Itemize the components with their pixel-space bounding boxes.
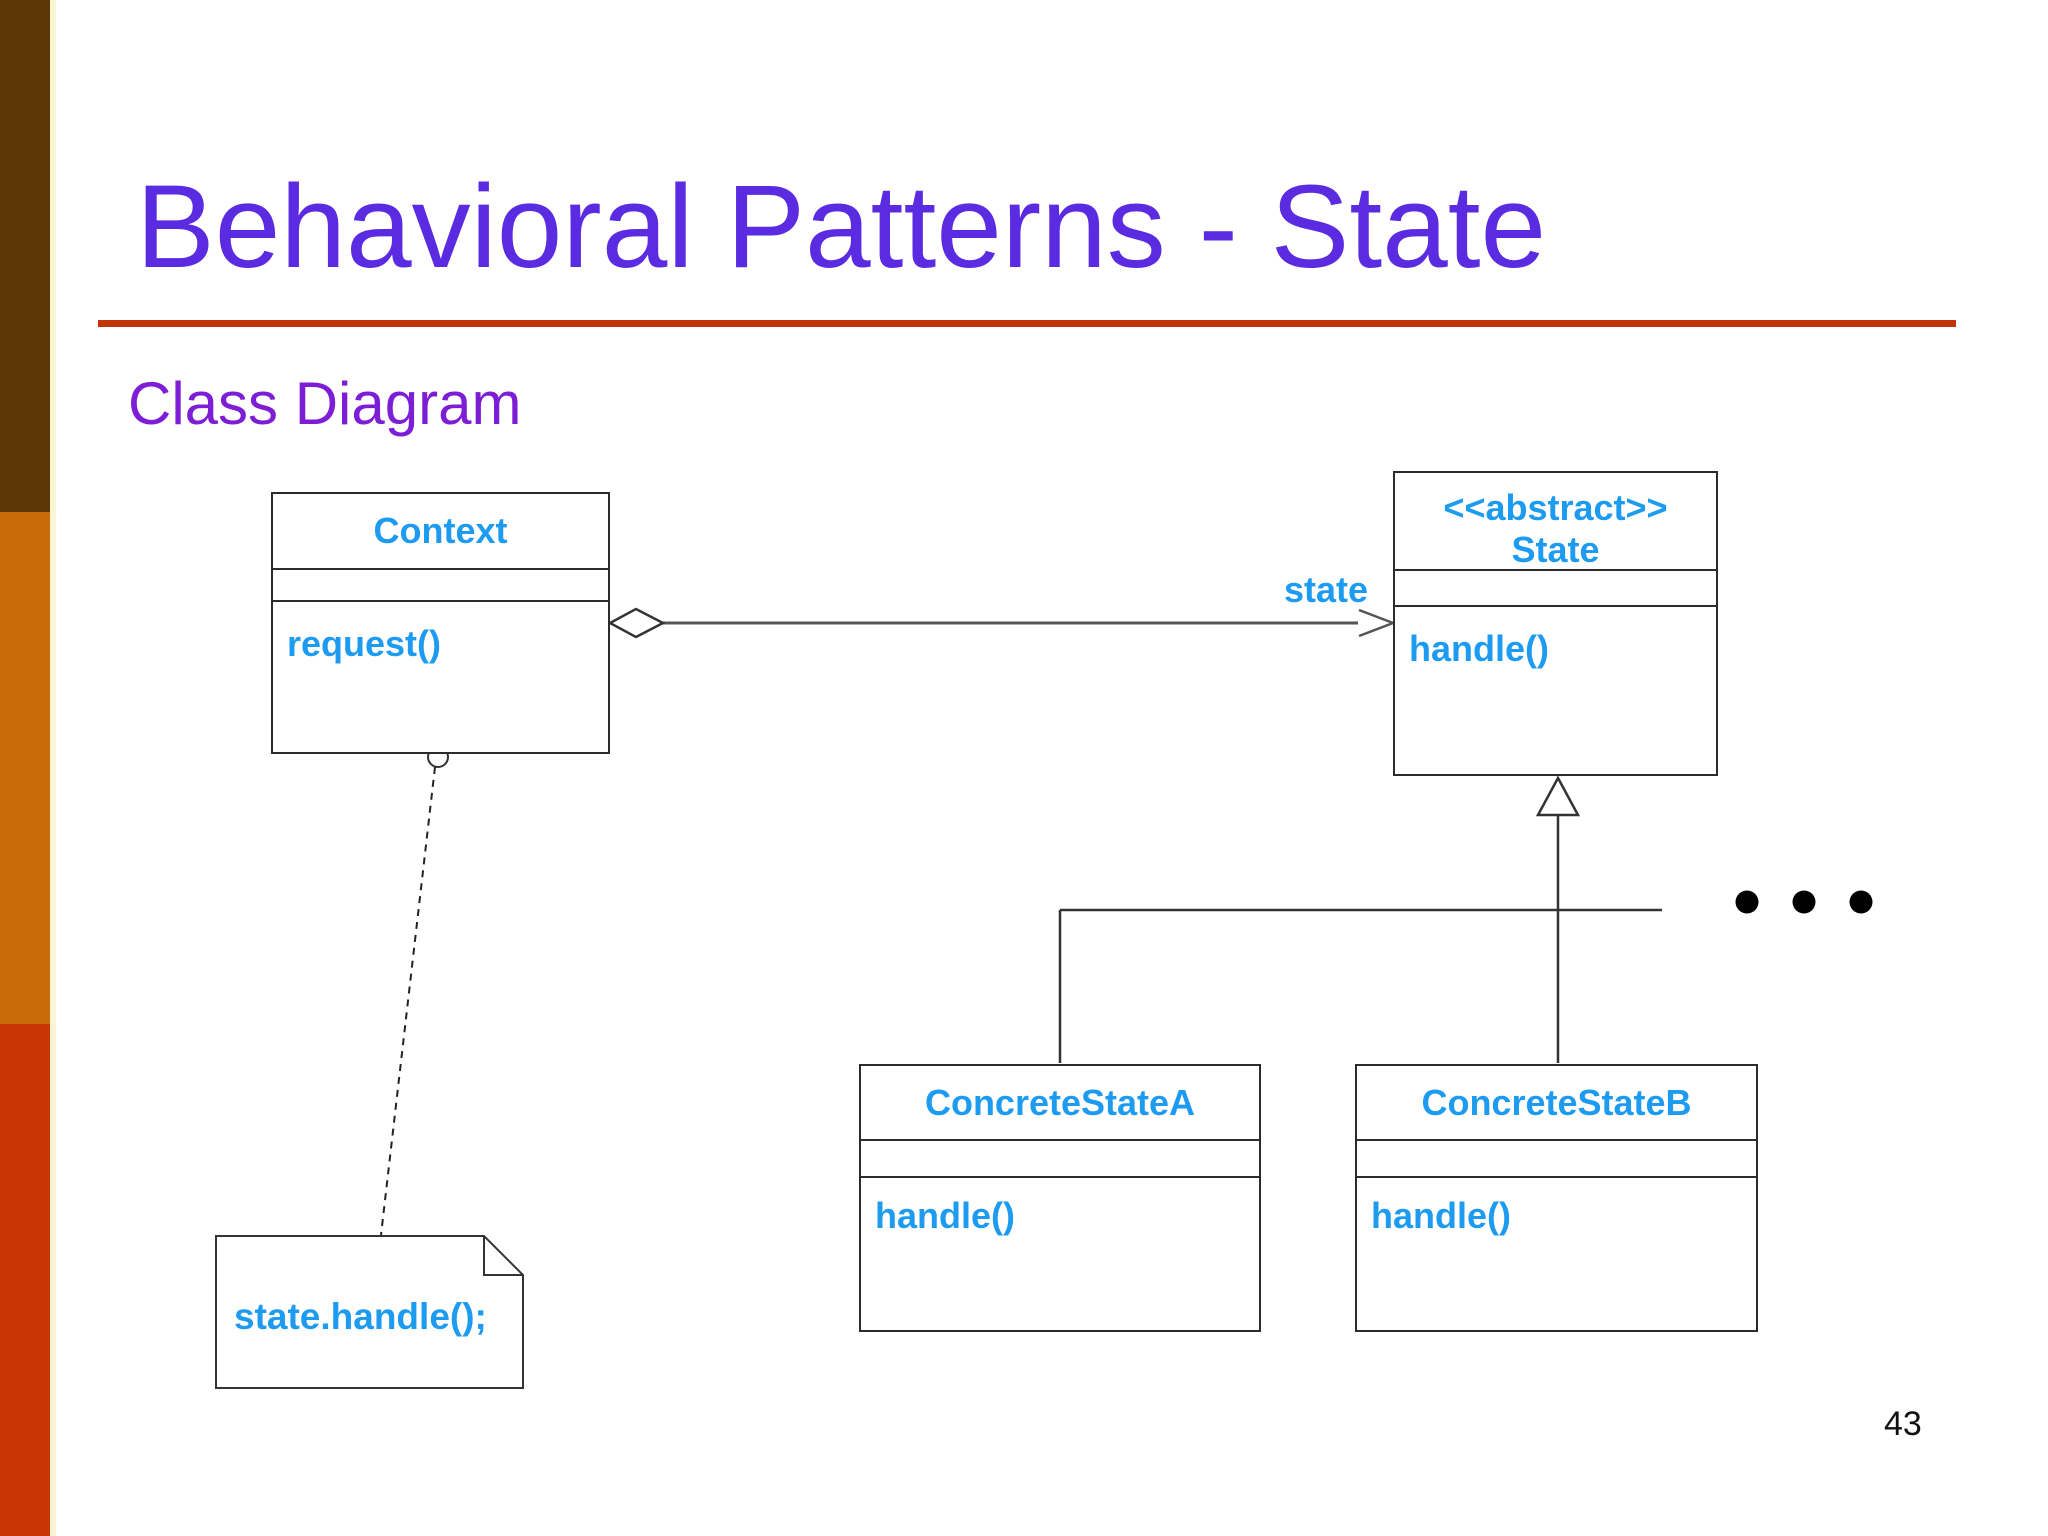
method-handle: handle() (1371, 1195, 1511, 1236)
sidebar-segment-orange (0, 512, 50, 1024)
class-name-state: State (1511, 529, 1600, 570)
slide-subtitle: Class Diagram (128, 370, 522, 437)
open-arrowhead-icon (1358, 608, 1397, 638)
class-name-context: Context (373, 510, 508, 551)
method-handle: handle() (875, 1195, 1015, 1236)
attributes-compartment (1357, 1139, 1756, 1178)
note-dashed-line (380, 766, 436, 1236)
note-shape (215, 1235, 524, 1389)
class-box-state: <<abstract>> State handle() (1393, 471, 1718, 776)
attributes-compartment (273, 568, 608, 602)
sidebar-segment-red (0, 1024, 50, 1536)
sidebar-divider-line (50, 0, 56, 1536)
attributes-compartment (1395, 569, 1716, 607)
methods-compartment: handle() (861, 1178, 1259, 1330)
note-fold-icon (483, 1236, 523, 1276)
methods-compartment: handle() (1357, 1178, 1756, 1330)
slide-title: Behavioral Patterns - State (136, 161, 1547, 293)
association-role-label: state (1283, 569, 1368, 610)
method-request: request() (287, 623, 442, 664)
class-title-state: <<abstract>> State (1395, 473, 1716, 570)
class-name-concrete-state-a: ConcreteStateA (924, 1081, 1196, 1123)
title-underline (98, 320, 1956, 327)
page-number: 43 (1884, 1405, 1922, 1443)
class-box-context: Context request() (271, 492, 610, 754)
generalization-triangle-icon (1535, 775, 1581, 817)
method-handle: handle() (1409, 628, 1549, 669)
stereotype-abstract: <<abstract>> (1443, 487, 1668, 528)
class-box-concrete-state-b: ConcreteStateB handle() (1355, 1064, 1758, 1332)
methods-compartment: handle() (1395, 607, 1716, 774)
attributes-compartment (861, 1139, 1259, 1178)
methods-compartment: request() (273, 602, 608, 752)
more-subclasses-ellipsis-icon (1735, 890, 1873, 914)
class-name-concrete-state-b: ConcreteStateB (1421, 1081, 1692, 1123)
note-text: state.handle(); (234, 1296, 487, 1337)
aggregation-diamond-icon (607, 607, 666, 639)
sidebar-segment-brown (0, 0, 50, 512)
class-box-concrete-state-a: ConcreteStateA handle() (859, 1064, 1261, 1332)
